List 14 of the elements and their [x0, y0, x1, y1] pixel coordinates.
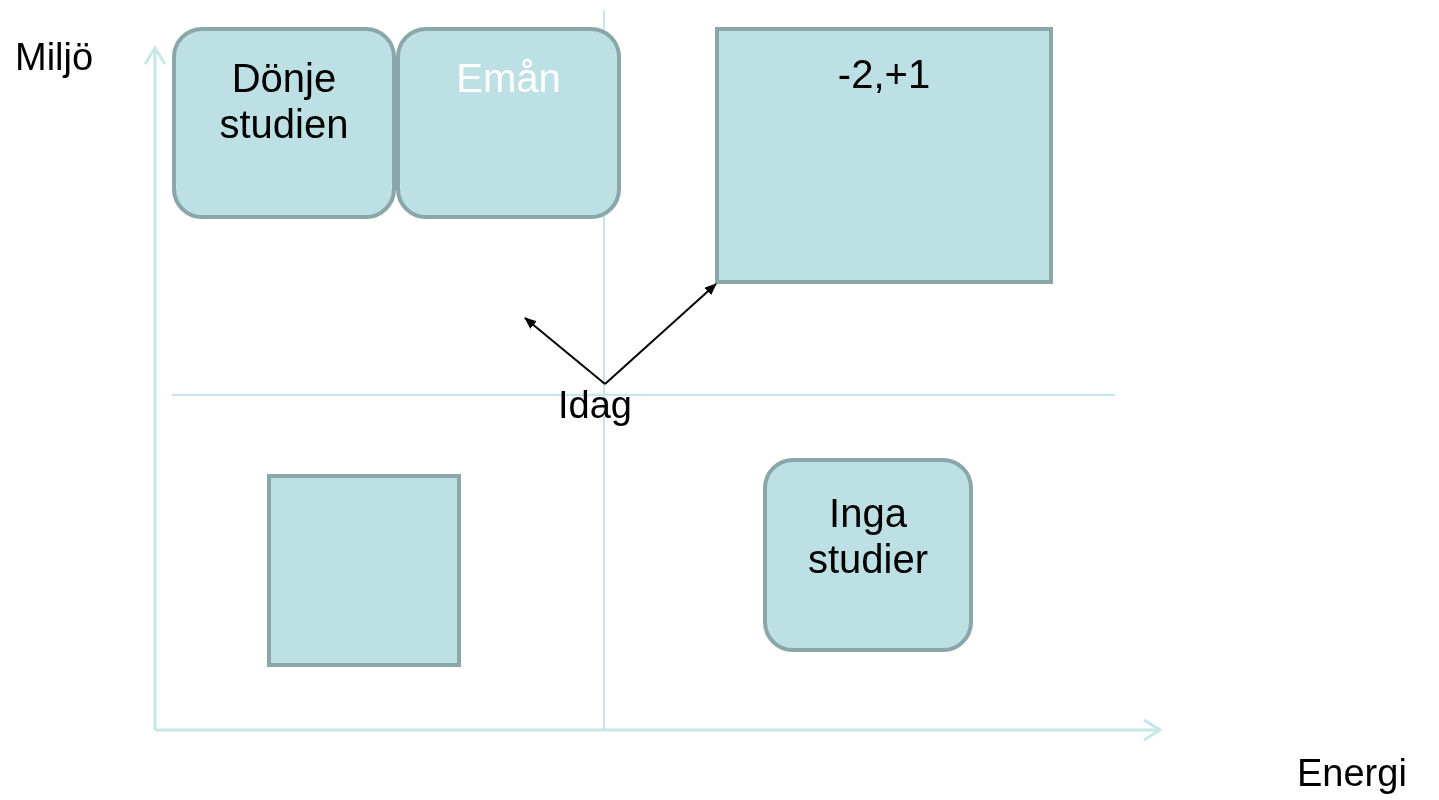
box-label: Emån	[455, 55, 562, 101]
box-label: Dönje studien	[218, 55, 350, 147]
box-label: Inga studier	[806, 490, 930, 582]
axis-label: Miljö	[15, 36, 94, 79]
rounded-box	[396, 27, 621, 219]
arrow	[604, 283, 717, 385]
box-label: -2,+1	[836, 51, 932, 97]
rounded-box	[172, 27, 396, 219]
rectangle-box	[715, 27, 1053, 284]
empty-box	[267, 474, 461, 667]
rounded-box	[763, 458, 973, 652]
arrow	[524, 317, 606, 385]
text-label: Idag	[558, 384, 652, 432]
axis-label: Energi	[1297, 752, 1407, 795]
